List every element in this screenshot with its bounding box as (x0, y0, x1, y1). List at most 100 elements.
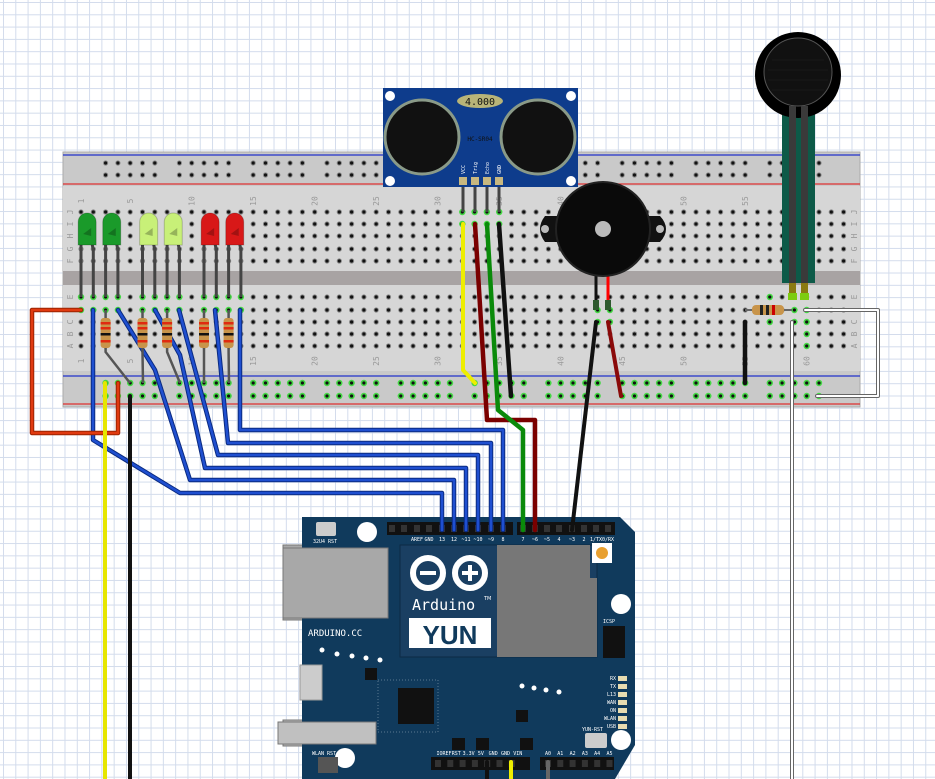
resistor (137, 310, 148, 384)
column-number: 45 (618, 356, 627, 366)
header-pin[interactable] (471, 760, 478, 767)
piezo-buzzer (540, 181, 666, 310)
32u4-reset-button[interactable] (316, 522, 336, 536)
column-number: 30 (434, 356, 443, 366)
resistor (223, 310, 234, 384)
column-number: 5 (126, 358, 135, 363)
sensor-pin-label: GND (497, 165, 503, 174)
header-pin[interactable] (389, 525, 395, 532)
header-pin[interactable] (435, 760, 441, 767)
row-letter: G (66, 246, 75, 251)
pin-label: ~10 (473, 537, 482, 543)
column-number: 25 (372, 356, 381, 366)
wlan-reset-label: WLAN RST (312, 751, 336, 757)
column-number: 1 (77, 358, 86, 363)
row-letter: H (66, 233, 75, 238)
resistor (162, 310, 182, 384)
row-letter: G (850, 246, 859, 251)
force-sensitive-resistor (755, 32, 841, 300)
resistors (100, 310, 234, 384)
wlan-reset-button[interactable] (318, 757, 338, 773)
status-led (618, 692, 627, 697)
row-letter: J (66, 210, 75, 215)
header-pin[interactable] (581, 760, 588, 767)
column-number: 25 (372, 196, 381, 206)
status-led (618, 708, 627, 713)
row-letter: C (66, 319, 75, 324)
header-pin[interactable] (447, 760, 454, 767)
32u4-reset-label: 32U4 RST (313, 539, 337, 545)
yun-reset-label: YUN-RST (582, 727, 603, 733)
model-badge (409, 618, 491, 648)
led (200, 212, 220, 297)
header-pin[interactable] (544, 525, 550, 532)
wire-green-echo (484, 221, 526, 533)
header-pin[interactable] (569, 760, 576, 767)
column-number: 15 (249, 196, 258, 206)
pin-label: A0 (545, 751, 551, 757)
row-letter: I (66, 221, 75, 226)
pin-label: ~9 (488, 537, 494, 543)
wire-black-buzzer (570, 320, 598, 532)
yun-reset-button[interactable] (585, 733, 607, 748)
pin-label: A5 (606, 751, 612, 757)
pin-label: 0/RX (602, 537, 614, 543)
pin-label: ~6 (532, 537, 538, 543)
column-number: 35 (495, 356, 504, 366)
header-pin[interactable] (606, 760, 613, 767)
status-led-label: L13 (607, 692, 616, 698)
wire-red-buzzer (606, 320, 623, 398)
pin-label: ~11 (461, 537, 470, 543)
status-led-label: WAN (607, 700, 616, 706)
header-pin[interactable] (401, 525, 407, 532)
pin-label: ~5 (544, 537, 550, 543)
header-pin[interactable] (593, 525, 599, 532)
header-pin[interactable] (557, 760, 564, 767)
status-led (618, 700, 627, 705)
mounting-hole (611, 730, 631, 750)
row-letter: F (66, 258, 75, 263)
transmitter (383, 98, 461, 176)
pin-label: 1/TX (590, 537, 602, 543)
header-pin[interactable] (556, 525, 562, 532)
pin-label: 12 (451, 537, 457, 543)
pin-label: VIN (513, 751, 522, 757)
status-led-label: WLAN (604, 716, 616, 722)
led (163, 212, 183, 297)
row-letter: E (850, 294, 859, 299)
trademark: TM (483, 596, 491, 602)
column-number: 50 (680, 356, 689, 366)
header-pin[interactable] (605, 525, 611, 532)
column-number: 15 (249, 356, 258, 366)
column-number: 55 (741, 196, 750, 206)
header-pin[interactable] (426, 525, 432, 532)
pin-label: GND (489, 751, 498, 757)
icsp-header (603, 626, 625, 658)
row-letter: B (850, 331, 859, 336)
row-letter: I (850, 221, 859, 226)
header-pin[interactable] (459, 760, 466, 767)
status-led (618, 724, 627, 729)
mounting-hole (611, 594, 631, 614)
column-number: 10 (188, 196, 197, 206)
header-pin[interactable] (414, 525, 420, 532)
resistor (199, 310, 209, 383)
sensor-model: HC-SR04 (467, 136, 493, 143)
header-pin[interactable] (594, 760, 601, 767)
led (139, 212, 159, 297)
header-pin[interactable] (496, 760, 503, 767)
wire-black-gnd (496, 221, 514, 399)
receiver (499, 98, 577, 176)
row-letter: J (850, 210, 859, 215)
arduino-logo-icon (410, 555, 488, 591)
icsp-label: ICSP (603, 619, 615, 625)
header-pin[interactable] (581, 525, 587, 532)
column-number: 60 (803, 356, 812, 366)
digital-header-b (517, 522, 615, 535)
column-number: 20 (311, 356, 320, 366)
pin-label: ~3 (569, 537, 575, 543)
pin-label: A4 (594, 751, 600, 757)
